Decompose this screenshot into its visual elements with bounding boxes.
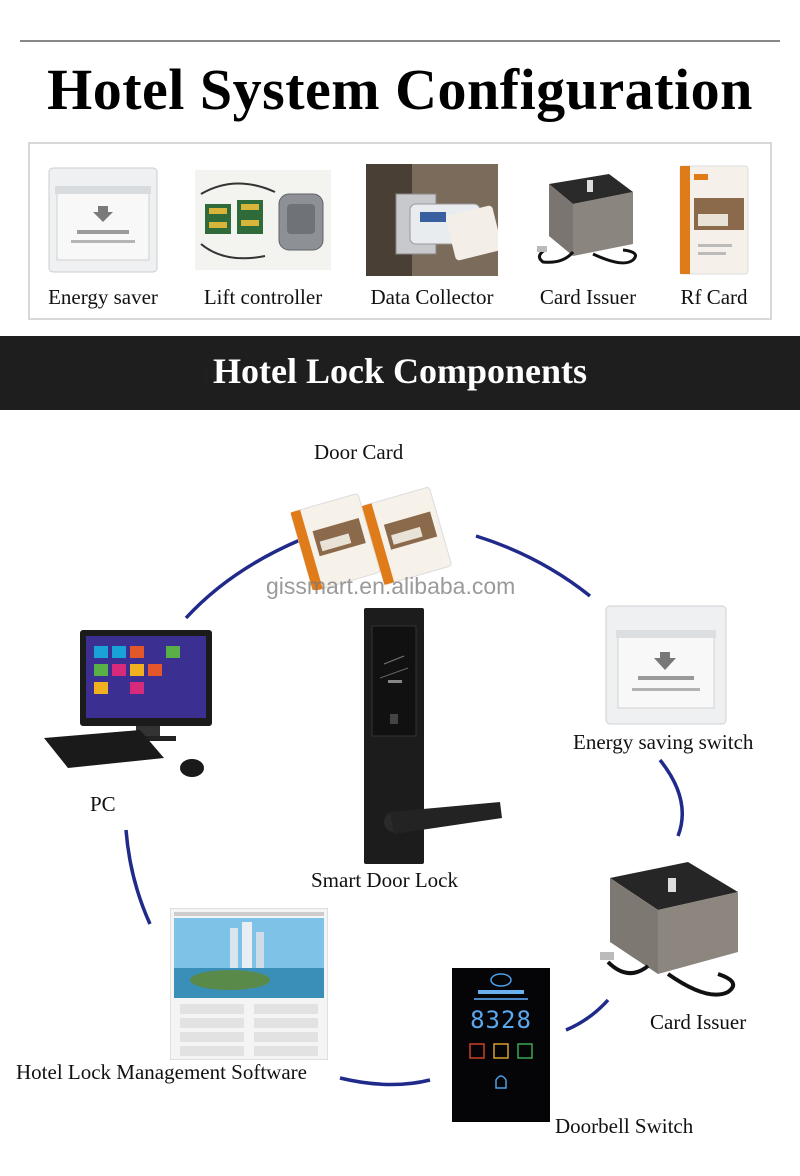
page-title: Hotel System Configuration [47, 57, 753, 122]
label-energy-switch: Energy saving switch [573, 730, 754, 754]
card-issuer-component-icon [600, 862, 738, 997]
door-card-icon [290, 487, 452, 590]
components-circle [124, 534, 685, 1087]
energy-saving-switch-icon [605, 605, 727, 725]
pc-icon [44, 630, 212, 777]
banner-title: Hotel Lock Components [212, 351, 587, 391]
label-pc: PC [90, 792, 116, 816]
data-collector-icon [366, 164, 498, 276]
lift-controller-icon [195, 170, 331, 270]
banner-ghost-text: Hot [203, 366, 233, 388]
config-item-rf-card: Rf Card [658, 144, 770, 318]
doorbell-room-number: 8328 [470, 1006, 532, 1034]
config-label: Data Collector [370, 285, 494, 309]
config-item-lift-controller: Lift controller [180, 144, 346, 318]
config-label: Card Issuer [539, 285, 637, 309]
config-item-data-collector: Data Collector [352, 144, 512, 318]
config-label: Lift controller [203, 285, 323, 309]
smart-door-lock-icon [364, 608, 502, 864]
config-item-card-issuer: Card Issuer [518, 144, 658, 318]
config-label: Energy saver [48, 285, 158, 309]
doorbell-panel-graphic [469, 973, 533, 1089]
label-doorbell: Doorbell Switch [555, 1114, 694, 1138]
label-door-card: Door Card [314, 440, 404, 464]
top-divider [20, 40, 780, 42]
config-label: Rf Card [680, 285, 748, 309]
doorbell-switch-icon: 8328 [452, 968, 550, 1122]
label-software: Hotel Lock Management Software [16, 1060, 307, 1084]
watermark: gissmart.en.alibaba.com [266, 573, 516, 599]
energy-saver-icon [48, 167, 158, 273]
components-banner [0, 336, 800, 410]
config-item-energy-saver: Energy saver [34, 144, 172, 318]
label-smart-lock: Smart Door Lock [311, 868, 458, 892]
configuration-panel: Energy saver Lift controller Data C [28, 142, 772, 320]
label-card-issuer: Card Issuer [650, 1010, 747, 1034]
rf-card-icon [679, 165, 749, 275]
management-software-icon [170, 908, 328, 1060]
card-issuer-icon [537, 174, 637, 265]
